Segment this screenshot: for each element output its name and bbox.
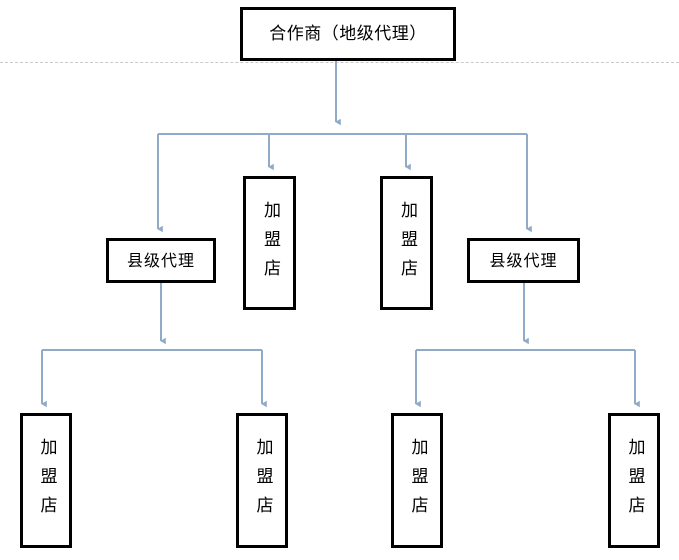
page-boundary-guide: [0, 62, 679, 63]
node-franchise-store-b4-label: 加盟店: [624, 438, 645, 525]
node-franchise-store-b1-label: 加盟店: [36, 438, 57, 525]
node-franchise-store-b2-label: 加盟店: [252, 438, 273, 525]
node-franchise-store-b1[interactable]: 加盟店: [20, 413, 72, 548]
node-franchise-store-mid-right-label: 加盟店: [397, 200, 417, 288]
node-franchise-store-b2[interactable]: 加盟店: [236, 413, 288, 548]
node-franchise-store-b4[interactable]: 加盟店: [608, 413, 660, 548]
node-county-agent-left-label: 县级代理: [126, 250, 195, 270]
node-franchise-store-mid-right[interactable]: 加盟店: [380, 176, 433, 310]
node-county-agent-right[interactable]: 县级代理: [467, 238, 580, 283]
node-franchise-store-mid-left[interactable]: 加盟店: [243, 176, 296, 310]
node-franchise-store-b3[interactable]: 加盟店: [391, 413, 443, 548]
node-county-agent-right-label: 县级代理: [489, 250, 558, 270]
node-franchise-store-mid-left-label: 加盟店: [260, 200, 280, 288]
node-root-partner[interactable]: 合作商（地级代理）: [240, 7, 456, 61]
node-franchise-store-b3-label: 加盟店: [407, 438, 428, 525]
node-county-agent-left[interactable]: 县级代理: [106, 238, 216, 283]
node-root-partner-label: 合作商（地级代理）: [269, 23, 427, 44]
